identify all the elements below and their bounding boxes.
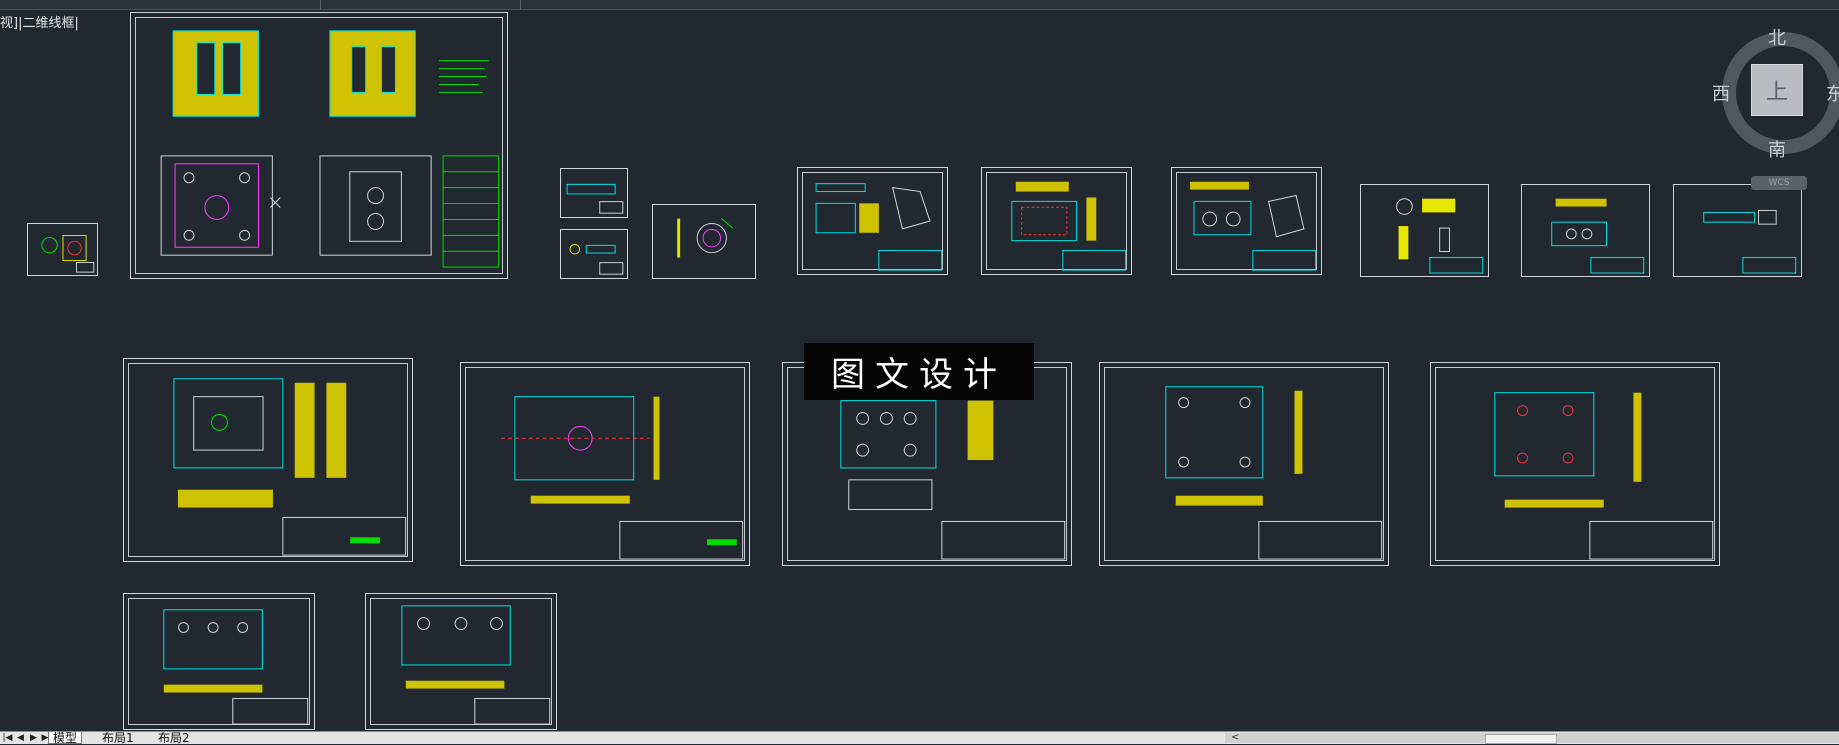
sheet-inner-frame bbox=[465, 367, 745, 561]
sheet-content bbox=[1703, 209, 1797, 274]
sheet-content bbox=[501, 396, 744, 560]
sheet-content bbox=[173, 378, 407, 556]
top-toolbar-strip bbox=[0, 0, 1839, 10]
last-tab-button[interactable]: ▶| bbox=[41, 733, 52, 743]
sheet-inner-frame bbox=[128, 598, 310, 725]
drawing-sheet-assembly bbox=[130, 12, 508, 279]
drawing-sheet-template-5 bbox=[1430, 362, 1720, 566]
drawing-sheet-part-1 bbox=[560, 168, 628, 218]
drawing-sheet-template-4 bbox=[1099, 362, 1389, 566]
sheet-content bbox=[1165, 386, 1383, 560]
sheet-content bbox=[1011, 181, 1127, 271]
drawing-sheet-template-3 bbox=[782, 362, 1072, 566]
sheet-inner-frame bbox=[802, 172, 943, 270]
drawing-sheet-part-7 bbox=[1360, 184, 1489, 277]
watermark-banner: 图文设计 bbox=[804, 343, 1034, 400]
sheet-inner-frame bbox=[1435, 367, 1715, 561]
sheet-content bbox=[566, 183, 624, 214]
drawing-sheet-part-6 bbox=[1171, 167, 1322, 275]
sheet-inner-frame bbox=[986, 172, 1127, 270]
drawing-sheet-part-2 bbox=[560, 229, 628, 279]
viewcube[interactable]: 北 南 西 东 上 WCS bbox=[1710, 18, 1839, 198]
sheet-content bbox=[401, 605, 551, 725]
sheet-content bbox=[1190, 181, 1317, 271]
tab-layout1[interactable]: 布局1 bbox=[102, 731, 134, 745]
toolbar-divider bbox=[520, 0, 521, 9]
toolbar-divider bbox=[320, 0, 321, 9]
sheet-inner-frame bbox=[1104, 367, 1384, 561]
sheet-content bbox=[1396, 198, 1484, 274]
drawing-sheet-part-8 bbox=[1521, 184, 1650, 277]
drawing-sheet-part-9 bbox=[1673, 184, 1802, 277]
sheet-content bbox=[569, 243, 624, 275]
scroll-left-icon[interactable]: < bbox=[1231, 732, 1240, 743]
first-tab-button[interactable]: |◀ bbox=[2, 733, 13, 743]
sheet-content bbox=[163, 609, 309, 725]
viewport-label[interactable]: 视]|二维线框| bbox=[0, 16, 79, 31]
drawing-sheet-part-4 bbox=[797, 167, 948, 275]
compass-north[interactable]: 北 bbox=[1768, 28, 1786, 49]
prev-tab-button[interactable]: ◀ bbox=[17, 733, 24, 743]
compass-south[interactable]: 南 bbox=[1768, 140, 1786, 161]
tab-layout2[interactable]: 布局2 bbox=[158, 731, 190, 745]
next-tab-button[interactable]: ▶ bbox=[30, 733, 37, 743]
sheet-content bbox=[1551, 198, 1645, 274]
compass-west[interactable]: 西 bbox=[1712, 84, 1730, 105]
sheet-content bbox=[1494, 392, 1714, 560]
sheet-content bbox=[41, 235, 95, 273]
drawing-sheet-part-5 bbox=[981, 167, 1132, 275]
drawing-sheet-bottom-2 bbox=[365, 593, 557, 730]
horizontal-scrollbar[interactable]: < bbox=[1225, 732, 1839, 744]
viewcube-top-face[interactable]: 上 bbox=[1751, 64, 1803, 116]
sheet-content bbox=[840, 400, 1066, 560]
drawing-sheet-bottom-1 bbox=[123, 593, 315, 730]
drawing-sheet-part-3 bbox=[652, 204, 756, 279]
sheet-content bbox=[677, 218, 734, 258]
assembly-views bbox=[160, 30, 500, 268]
sheet-content bbox=[815, 183, 943, 271]
tab-model[interactable]: 模型 bbox=[48, 732, 83, 744]
sheet-inner-frame bbox=[370, 598, 552, 725]
sheet-inner-frame bbox=[135, 17, 503, 274]
drawing-sheet-template-1 bbox=[123, 358, 413, 562]
drawing-sheet-small-left bbox=[27, 223, 98, 276]
sheet-inner-frame bbox=[128, 363, 408, 557]
sheet-inner-frame bbox=[1176, 172, 1317, 270]
wcs-menu[interactable]: WCS bbox=[1751, 176, 1807, 190]
drawing-sheet-template-2 bbox=[460, 362, 750, 566]
compass-east[interactable]: 东 bbox=[1826, 84, 1839, 105]
